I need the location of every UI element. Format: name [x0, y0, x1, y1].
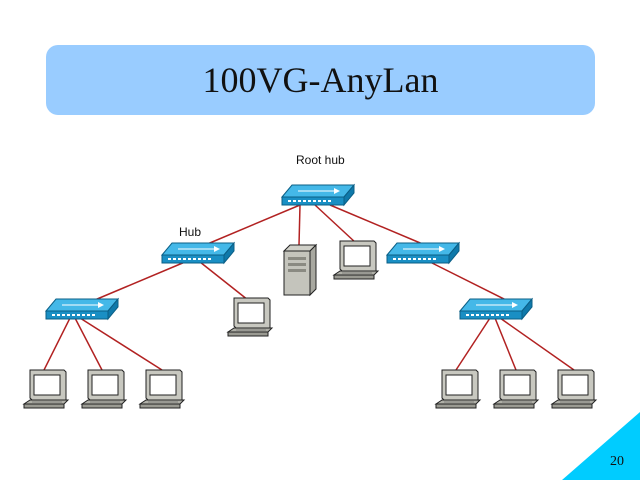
- hub-right-icon: [386, 242, 460, 264]
- link-far-left-pc-l2: [74, 317, 103, 371]
- pc-r2-icon: [493, 369, 539, 409]
- pc-l3-icon: [139, 369, 185, 409]
- link-far-left-pc-l3: [79, 317, 163, 371]
- pc-root-icon: [333, 240, 379, 280]
- title-banner: 100VG-AnyLan: [46, 45, 595, 115]
- link-root-server: [298, 204, 301, 246]
- root-hub-icon: [281, 184, 355, 206]
- pc-r1-icon: [435, 369, 481, 409]
- link-root-hub-right: [329, 204, 426, 246]
- hub-far-left-icon: [45, 298, 119, 320]
- link-far-left-pc-l1: [43, 317, 71, 371]
- link-hub-left-far-left: [89, 261, 186, 303]
- link-far-right-pc-r1: [455, 317, 491, 371]
- links: [43, 204, 575, 371]
- pc-r3-icon: [551, 369, 597, 409]
- page-number: 20: [610, 454, 624, 469]
- hub-label: Hub: [179, 225, 202, 239]
- pc-l1-icon: [23, 369, 69, 409]
- hub-left-icon: [161, 242, 235, 264]
- root-hub-label: Root hub: [296, 153, 345, 167]
- link-root-hub-left: [204, 204, 301, 246]
- link-far-right-pc-r2: [494, 317, 517, 371]
- slide-title: 100VG-AnyLan: [202, 60, 439, 100]
- link-far-right-pc-r3: [499, 317, 575, 371]
- pc-mid-icon: [227, 297, 273, 337]
- link-root-pc-root: [314, 204, 357, 244]
- link-hub-right-far-right: [429, 261, 511, 303]
- pc-l2-icon: [81, 369, 127, 409]
- server-icon: [283, 244, 317, 296]
- page-corner-decoration: [562, 412, 640, 480]
- link-hub-left-pc-mid: [199, 261, 249, 301]
- hub-far-right-icon: [459, 298, 533, 320]
